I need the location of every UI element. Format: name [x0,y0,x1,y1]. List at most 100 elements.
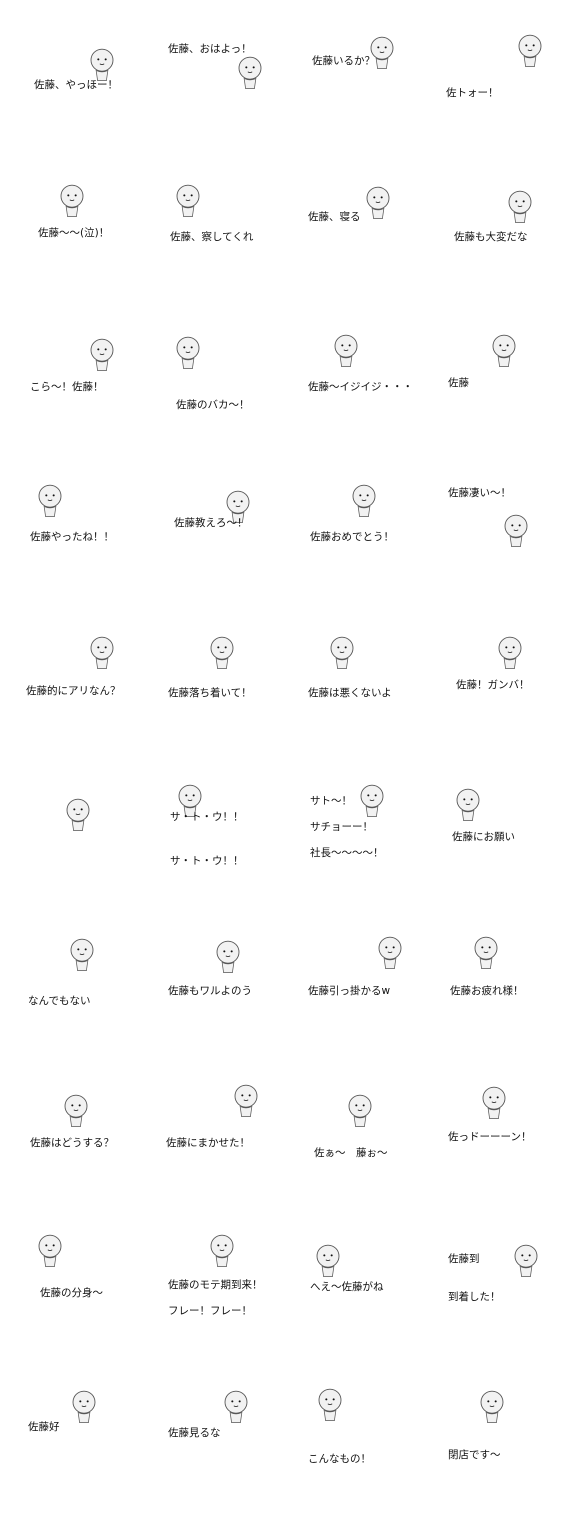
sticker-caption: 佐藤の分身〜 [40,1287,103,1299]
character-icon [498,186,542,234]
sticker-8[interactable]: 佐藤も大変だな [438,180,562,330]
sticker-caption: 藤ぉ〜 [356,1147,388,1159]
sticker-3[interactable]: 佐藤いるか？ [298,30,438,180]
sticker-caption: 佐藤はどうする？ [30,1137,114,1149]
sticker-caption: 佐藤も大変だな [454,231,528,243]
sticker-35[interactable]: へえ〜佐藤がね [298,1230,438,1380]
sticker-25[interactable]: なんでもない [18,930,158,1080]
character-icon [60,934,104,982]
sticker-33[interactable]: 佐藤の分身〜 [18,1230,158,1380]
sticker-14[interactable]: 佐藤教えろ〜！ [158,480,298,630]
sticker-9[interactable]: こら〜！佐藤！ [18,330,158,480]
sticker-27[interactable]: 佐藤引っ掛かるw [298,930,438,1080]
character-icon [166,180,210,228]
character-icon [320,632,364,680]
sticker-32[interactable]: 佐っドーーーン！ [438,1080,562,1230]
sticker-5[interactable]: 佐藤〜〜(泣)！ [18,180,158,330]
character-icon [504,1240,548,1288]
sticker-caption: サト〜！ [310,795,352,807]
character-icon [360,32,404,80]
sticker-34[interactable]: 佐藤のモテ期到来！フレー！フレー！ [158,1230,298,1380]
character-icon [216,486,260,534]
character-icon [308,1384,352,1432]
sticker-29[interactable]: 佐藤はどうする？ [18,1080,158,1230]
character-icon [168,780,212,828]
sticker-21[interactable] [18,780,158,930]
sticker-caption: 佐藤〜イジイジ・・・ [308,381,413,393]
sticker-31[interactable]: 佐ぁ〜藤ぉ〜 [298,1080,438,1230]
sticker-caption: 佐藤 [448,377,469,389]
sticker-caption: 佐藤好 [28,1421,60,1433]
sticker-26[interactable]: 佐藤もワルよのう [158,930,298,1080]
sticker-18[interactable]: 佐藤落ち着いて！ [158,630,298,780]
character-icon [488,632,532,680]
sticker-37[interactable]: 佐藤好 [18,1380,158,1530]
sticker-15[interactable]: 佐藤おめでとう！ [298,480,438,630]
sticker-caption: サチョーー！ [310,821,373,833]
character-icon [206,936,250,984]
sticker-23[interactable]: サト〜！ サチョーー！ 社長〜〜〜〜！ [298,780,438,930]
character-icon [494,510,538,558]
sticker-caption: 佐っドーーーン！ [448,1131,532,1143]
sticker-39[interactable]: こんなもの！ [298,1380,438,1530]
character-icon [56,794,100,842]
sticker-6[interactable]: 佐藤、察してくれ [158,180,298,330]
character-icon [470,1386,514,1434]
character-icon [228,52,272,100]
character-icon [28,480,72,528]
sticker-22[interactable]: サ・ト・ウ！！サ・ト・ウ！！ [158,780,298,930]
sticker-36[interactable]: 佐藤到到着した！ [438,1230,562,1380]
sticker-11[interactable]: 佐藤〜イジイジ・・・ [298,330,438,480]
sticker-2[interactable]: 佐藤、おはよっ！ [158,30,298,180]
sticker-caption: 佐藤引っ掛かるw [308,985,391,997]
character-icon [50,180,94,228]
sticker-caption: 佐藤おめでとう！ [310,531,394,543]
sticker-caption: サ・ト・ウ！！ [170,855,244,867]
sticker-caption: 佐藤的にアリなん？ [26,685,121,697]
sticker-13[interactable]: 佐藤やったね！！ [18,480,158,630]
sticker-caption: 佐藤教えろ〜！ [174,517,248,529]
sticker-16[interactable]: 佐藤凄い〜！ [438,480,562,630]
sticker-28[interactable]: 佐藤お疲れ様！ [438,930,562,1080]
sticker-caption: 佐藤、寝る [308,211,361,223]
sticker-17[interactable]: 佐藤的にアリなん？ [18,630,158,780]
character-icon [324,330,368,378]
character-icon [80,44,124,92]
sticker-caption: 佐藤のモテ期到来！ [168,1279,263,1291]
sticker-caption: 佐藤のバカ〜！ [176,399,250,411]
character-icon [200,632,244,680]
sticker-40[interactable]: 閉店です〜 [438,1380,562,1530]
sticker-caption: 佐藤にまかせた！ [166,1137,250,1149]
sticker-12[interactable]: 佐藤 [438,330,562,480]
sticker-10[interactable]: 佐藤のバカ〜！ [158,330,298,480]
sticker-caption: 佐藤、察してくれ [170,231,254,243]
sticker-38[interactable]: 佐藤見るな [158,1380,298,1530]
character-icon [80,334,124,382]
character-icon [200,1230,244,1278]
character-icon [306,1240,350,1288]
sticker-caption: 社長〜〜〜〜！ [310,847,384,859]
character-icon [224,1080,268,1128]
sticker-7[interactable]: 佐藤、寝る [298,180,438,330]
character-icon [464,932,508,980]
sticker-20[interactable]: 佐藤！ガンバ！ [438,630,562,780]
sticker-caption: 佐藤やったね！！ [30,531,114,543]
character-icon [62,1386,106,1434]
sticker-caption: 佐トォー！ [446,87,499,99]
sticker-caption: なんでもない [28,995,91,1007]
sticker-4[interactable]: 佐トォー！ [438,30,562,180]
sticker-caption: 佐藤〜〜(泣)！ [38,227,110,239]
sticker-30[interactable]: 佐藤にまかせた！ [158,1080,298,1230]
character-icon [472,1082,516,1130]
sticker-24[interactable]: 佐藤にお願い [438,780,562,930]
character-icon [342,480,386,528]
sticker-caption: 佐ぁ〜 [314,1147,346,1159]
sticker-caption: 佐藤到 [448,1253,480,1265]
character-icon [508,30,552,78]
sticker-caption: へえ〜佐藤がね [310,1281,384,1293]
sticker-1[interactable]: 佐藤、やっほー！ [18,30,158,180]
sticker-19[interactable]: 佐藤は悪くないよ [298,630,438,780]
sticker-caption: 佐藤、やっほー！ [34,79,118,91]
character-icon [350,780,394,828]
character-icon [214,1386,258,1434]
